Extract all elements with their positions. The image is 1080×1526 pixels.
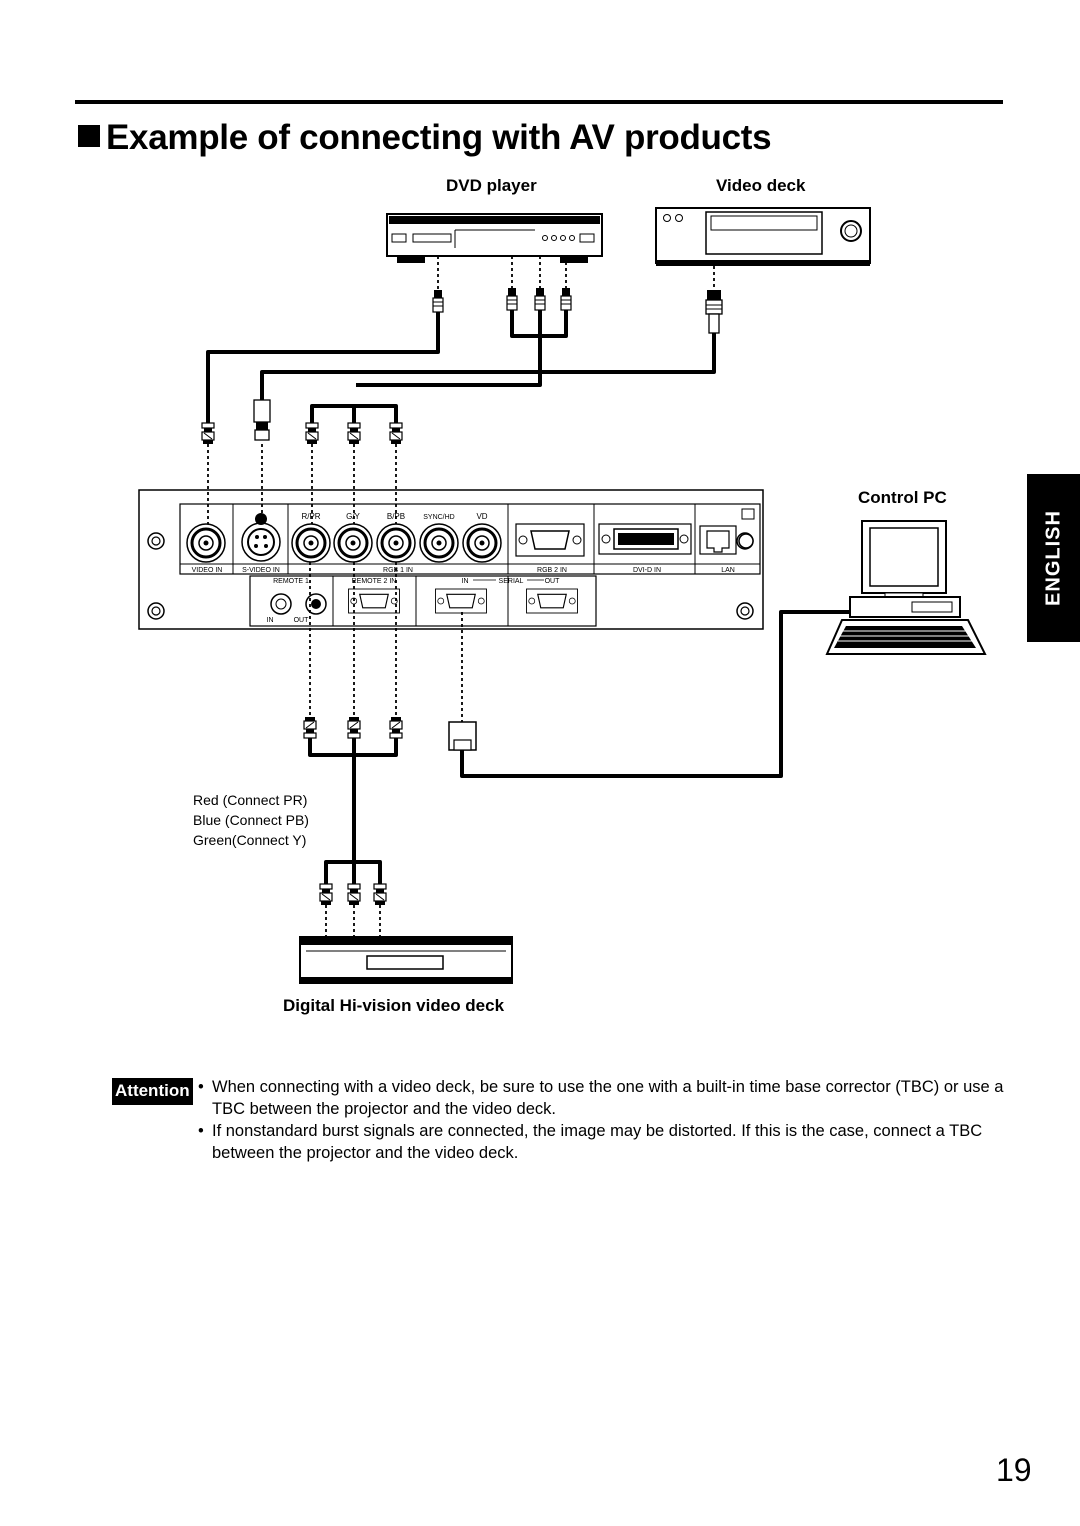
note-text: If nonstandard burst signals are connect…	[212, 1122, 983, 1162]
cable-color-legend: Red (Connect PR) Blue (Connect PB) Green…	[193, 790, 309, 850]
language-tab: ENGLISH	[1027, 474, 1080, 642]
label-serial-out: OUT	[545, 578, 561, 585]
label-sync-hd: SYNC/HD	[423, 514, 455, 521]
label-remote2-in: REMOTE 2 IN	[352, 578, 397, 585]
dotted-leads	[207, 256, 715, 937]
square-bullet-icon	[78, 125, 100, 147]
label-rgb1-in: RGB 1 IN	[383, 567, 413, 574]
hi-vision-deck-device	[299, 936, 513, 984]
page-title-text: Example of connecting with AV products	[106, 118, 772, 157]
label-serial-in: IN	[462, 578, 469, 585]
dvd-player-label: DVD player	[446, 176, 537, 195]
label-dvid-in: DVI-D IN	[633, 567, 661, 574]
label-video-in: VIDEO IN	[192, 567, 223, 574]
note-item: • If nonstandard burst signals are connec…	[198, 1120, 1018, 1164]
page-title: Example of connecting with AV products	[78, 118, 772, 158]
legend-red: Red (Connect PR)	[193, 792, 308, 808]
top-rule	[75, 100, 1003, 104]
page-number: 19	[996, 1452, 1032, 1488]
legend-green: Green(Connect Y)	[193, 832, 307, 848]
video-deck-label: Video deck	[716, 176, 806, 195]
control-pc-label: Control PC	[858, 488, 947, 507]
label-remote-out: OUT	[294, 617, 310, 624]
attention-notes: • When connecting with a video deck, be s…	[198, 1076, 1018, 1164]
attention-badge: Attention	[112, 1078, 193, 1105]
connectors	[201, 287, 723, 906]
label-svideo-in: S-VIDEO IN	[242, 567, 280, 574]
label-serial: SERIAL	[499, 578, 524, 585]
label-vd: VD	[476, 512, 487, 521]
note-item: • When connecting with a video deck, be s…	[198, 1076, 1018, 1120]
legend-blue: Blue (Connect PB)	[193, 812, 309, 828]
label-remote-in: IN	[267, 617, 274, 624]
projector-panel	[138, 489, 764, 630]
note-text: When connecting with a video deck, be su…	[212, 1078, 1004, 1118]
label-lan: LAN	[721, 567, 735, 574]
dvd-player-device	[386, 213, 603, 263]
bullet-icon: •	[198, 1122, 204, 1140]
video-deck-device	[655, 207, 871, 266]
bullet-icon: •	[198, 1078, 204, 1096]
hi-vision-deck-label: Digital Hi-vision video deck	[283, 996, 505, 1015]
label-rgb2-in: RGB 2 IN	[537, 567, 567, 574]
control-pc-device	[825, 520, 987, 655]
cables	[206, 316, 850, 884]
label-remote1: REMOTE 1	[273, 578, 309, 585]
